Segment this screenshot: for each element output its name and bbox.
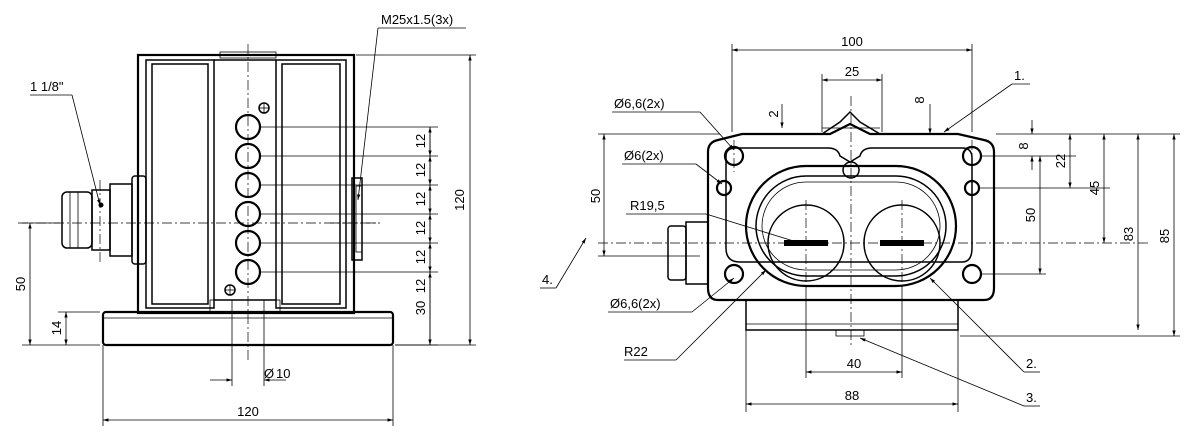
dim-120-width: 120 [237,404,259,419]
dim-25: 25 [845,64,859,79]
dim-120-height: 120 [452,189,467,211]
dim-12-1: 12 [413,134,428,148]
side-view: 12 12 12 12 12 12 30 120 M25x1.5(3x) 1 1… [13,12,476,426]
front-view: 100 25 2 8 Ø6,6(2x) Ø6(2x) R19,5 Ø6,6(2x… [540,34,1180,412]
dim-100: 100 [841,34,863,49]
hole-66-bottom: Ø6,6(2x) [610,296,661,311]
dim-2: 2 [766,110,781,117]
dim-30: 30 [413,301,428,315]
diameter-symbol-10: Ø [264,366,274,381]
thread-label: M25x1.5(3x) [381,12,453,27]
dim-50-left-front: 50 [588,189,603,203]
dim-50-inner: 50 [1023,208,1038,222]
dim-88: 88 [845,388,859,403]
hole-66-top: Ø6,6(2x) [614,96,665,111]
dim-14: 14 [49,321,64,335]
dim-12-2: 12 [413,163,428,177]
dim-10: 10 [276,366,290,381]
dim-83: 83 [1121,227,1136,241]
dim-40: 40 [847,356,861,371]
dim-22: 22 [1053,154,1068,168]
radius-22: R22 [624,344,648,359]
callout-4: 4. [542,272,553,287]
dim-12-3: 12 [413,192,428,206]
callout-3: 3. [1026,390,1037,405]
callout-2: 2. [1026,356,1037,371]
radius-195: R19,5 [630,198,665,213]
callout-1: 1. [1014,68,1025,83]
dim-8-top: 8 [912,96,927,103]
dim-8-right: 8 [1016,142,1031,149]
dim-12-5: 12 [413,250,428,264]
pipe-thread-label: 1 1/8" [30,79,64,94]
dim-12-4: 12 [413,221,428,235]
dim-85: 85 [1157,229,1172,243]
dim-12-6: 12 [413,279,428,293]
dim-45: 45 [1087,181,1102,195]
dim-50-left: 50 [13,277,28,291]
hole-6: Ø6(2x) [624,148,664,163]
